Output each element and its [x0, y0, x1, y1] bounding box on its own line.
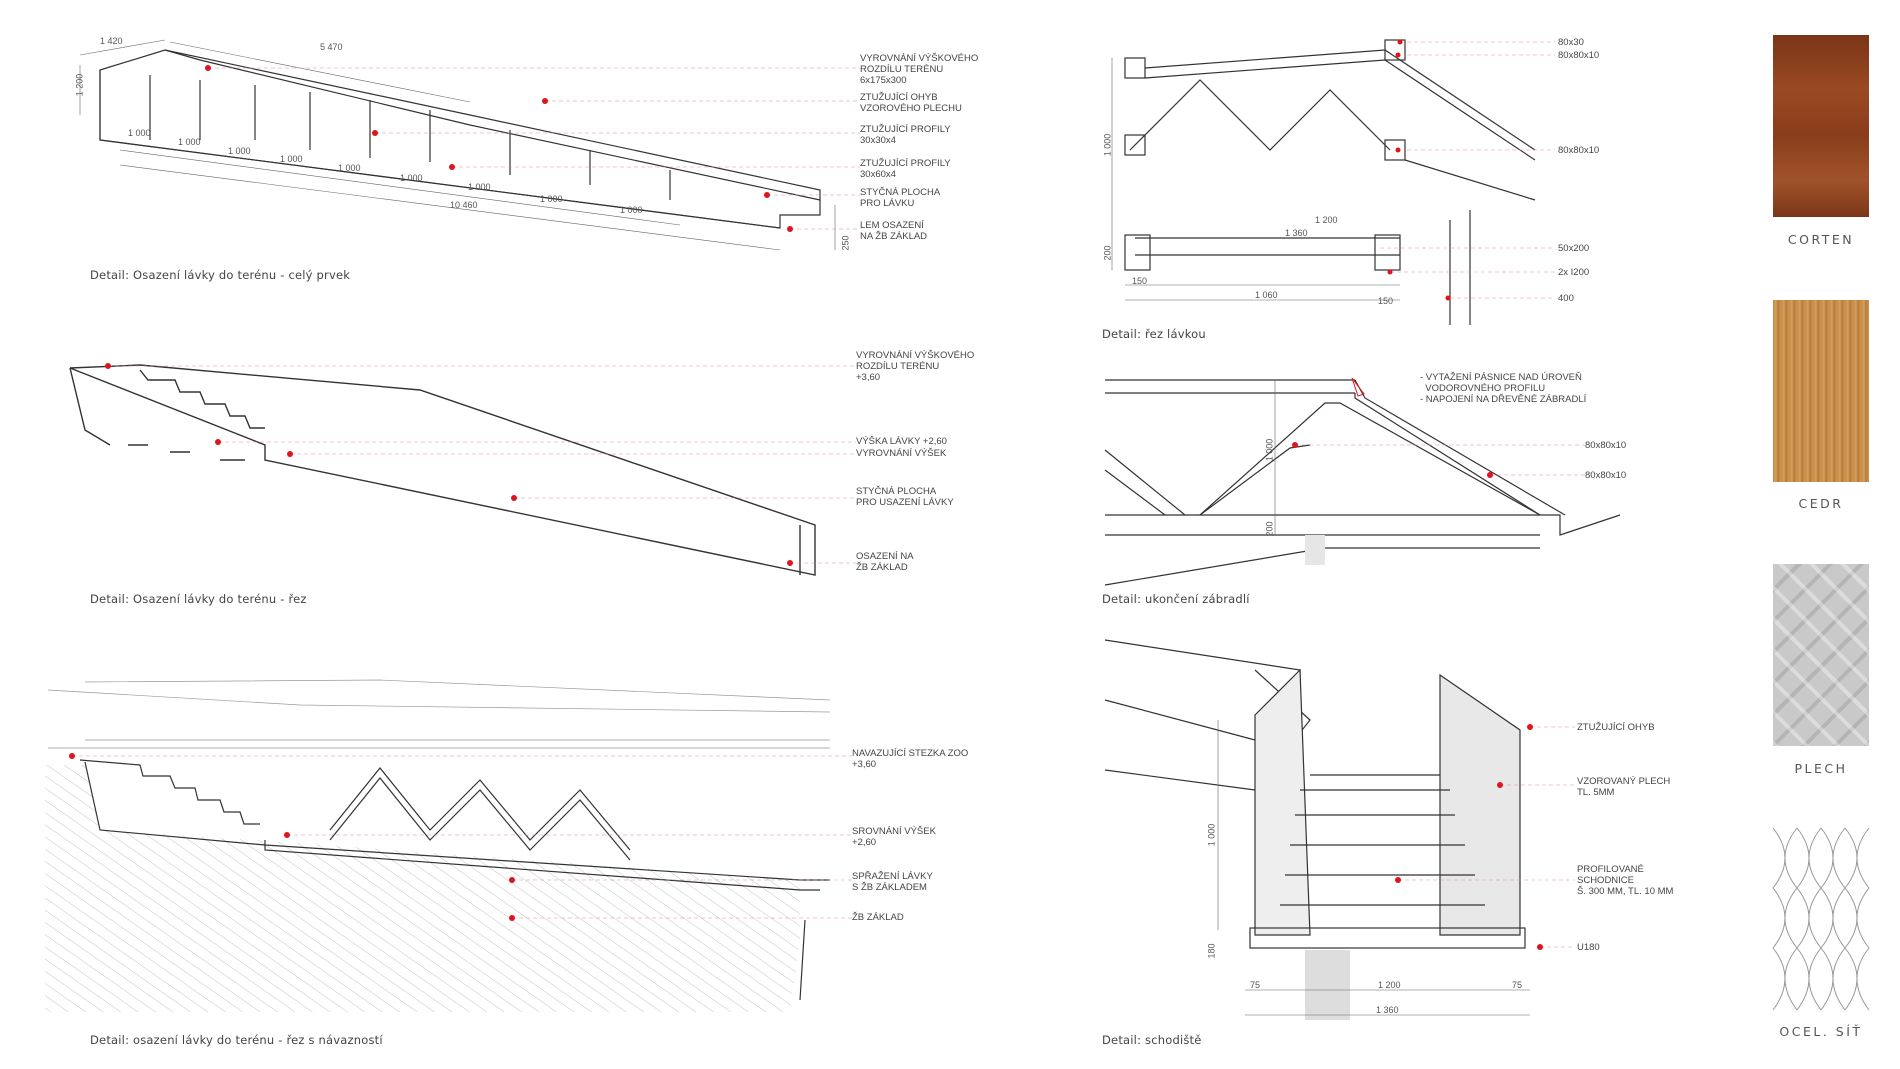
annotation: 400	[1558, 293, 1574, 304]
dim-label: 1 000	[620, 205, 643, 215]
dim-label: 1 200	[1378, 980, 1401, 990]
annotation: 50x200	[1558, 243, 1590, 254]
material-swatch-cedr	[1773, 300, 1869, 482]
dim-label: 1 360	[1285, 228, 1308, 238]
annotation: PROFILOVANÉ SCHODNICE Š. 300 MM, TL. 10 …	[1577, 864, 1674, 897]
dim-label: 1 000	[228, 146, 251, 156]
detail-caption: Detail: osazení lávky do terénu - řez s …	[90, 1033, 383, 1047]
annotation: 80x80x10	[1558, 50, 1600, 61]
annotation: - VYTAŽENÍ PÁSNICE NAD ÚROVEŇ VODOROVNÉH…	[1420, 372, 1587, 405]
detail-railing-end: - VYTAŽENÍ PÁSNICE NAD ÚROVEŇ VODOROVNÉH…	[1102, 372, 1627, 606]
drawing-railing-end	[1104, 377, 1621, 586]
material-label: PLECH	[1794, 761, 1848, 776]
annotation: VYROVNÁNÍ VÝŠEK	[856, 448, 947, 459]
detail-caption: Detail: schodiště	[1102, 1033, 1202, 1047]
detail-bridge-section: 80x30 80x80x10 80x80x10 50x200 2x I200 4…	[0, 0, 1760, 341]
annotation: VYROVNÁNÍ VÝŠKOVÉHO ROZDÍLU TERÉNU +3,60	[856, 350, 975, 383]
annotation: 2x I200	[1558, 267, 1590, 278]
annotation: STYČNÁ PLOCHA PRO LÁVKU	[860, 187, 941, 209]
drawing-section	[69, 363, 856, 576]
annotation: ZTUŽUJÍCÍ PROFILY 30x60x4	[860, 158, 951, 180]
dim-label: 180	[1206, 943, 1217, 959]
annotation: SROVNÁNÍ VÝŠEK +2,60	[852, 826, 936, 848]
annotation: LEM OSAZENÍ NA ŽB ZÁKLAD	[860, 220, 928, 242]
dim-label: 10 460	[450, 200, 478, 210]
dim-label: 1 200	[1315, 215, 1338, 225]
mesh-pattern	[1772, 827, 1870, 1011]
dim-label: 1 000	[400, 173, 423, 183]
annotation: 80x30	[1558, 37, 1584, 48]
annotation: ZTUŽUJÍCÍ OHYB	[1577, 722, 1655, 733]
dim-label: 75	[1512, 980, 1523, 990]
detail-stairs: ZTUŽUJÍCÍ OHYB VZOROVANÝ PLECH TL. 5MM P…	[1102, 639, 1674, 1047]
dim-label: 1 000	[1206, 823, 1217, 847]
annotation: VÝŠKA LÁVKY +2,60	[856, 436, 947, 447]
dim-label: 1 000	[280, 154, 303, 164]
dim-label: 1 000	[178, 137, 201, 147]
annotation: U180	[1577, 942, 1600, 953]
dim-label: 75	[1250, 980, 1261, 990]
material-swatch-corten	[1773, 35, 1869, 217]
detail-caption: Detail: Osazení lávky do terénu - celý p…	[90, 268, 351, 282]
annotation: OSAZENÍ NA ŽB ZÁKLAD	[856, 551, 914, 573]
material-label: CORTEN	[1787, 232, 1855, 247]
dim-label: 1 360	[1376, 1005, 1399, 1015]
dim-label: 1 000	[468, 182, 491, 192]
annotation: 80x80x10	[1558, 145, 1600, 156]
drawing-bridge-section	[1111, 39, 1555, 325]
detail-section-continuity: NAVAZUJÍCÍ STEZKA ZOO +3,60 SROVNÁNÍ VÝŠ…	[45, 679, 969, 1047]
drawing-overall-element	[79, 39, 860, 251]
material-swatch-ocel-sit	[1772, 827, 1870, 1011]
detail-caption: Detail: řez lávkou	[1102, 327, 1206, 341]
annotation: STYČNÁ PLOCHA PRO USAZENÍ LÁVKY	[856, 486, 954, 508]
annotation: SPŘAŽENÍ LÁVKY S ŽB ZÁKLADEM	[852, 871, 933, 893]
annotation: ŽB ZÁKLAD	[852, 912, 904, 923]
dim-label: 1 060	[1255, 290, 1278, 300]
dim-label: 150	[1132, 276, 1148, 286]
dim-label: 1 000	[128, 128, 151, 138]
dim-label: 1 420	[100, 36, 123, 46]
dim-label: 150	[1378, 296, 1394, 306]
annotation: ZTUŽUJÍCÍ PROFILY 30x30x4	[860, 124, 951, 146]
dim-label: 5 470	[320, 42, 343, 52]
annotation: NAVAZUJÍCÍ STEZKA ZOO +3,60	[852, 748, 969, 770]
material-label: OCEL. SÍŤ	[1779, 1024, 1863, 1039]
material-swatch-plech	[1773, 564, 1869, 746]
annotation: VYROVNÁNÍ VÝŠKOVÉHO ROZDÍLU TERÉNU 6x175…	[860, 53, 979, 86]
annotation: 80x80x10	[1585, 470, 1627, 481]
detail-overall-element: 1 420 5 470 1 200 1 000 1 000 1 000 1 00…	[0, 0, 1040, 300]
annotation: ZTUŽUJÍCÍ OHYB VZOROVÉHO PLECHU	[860, 92, 962, 114]
dim-label: 1 000	[540, 194, 563, 204]
detail-section: VYROVNÁNÍ VÝŠKOVÉHO ROZDÍLU TERÉNU +3,60…	[0, 0, 1040, 620]
annotation: 80x80x10	[1585, 440, 1627, 451]
dim-label: 1 000	[338, 163, 361, 173]
detail-caption: Detail: ukončení zábradlí	[1102, 592, 1250, 606]
annotation: VZOROVANÝ PLECH TL. 5MM	[1577, 776, 1671, 798]
drawing-stairs	[1104, 639, 1575, 1020]
detail-caption: Detail: Osazení lávky do terénu - řez	[90, 592, 307, 606]
drawing-section-continuity	[45, 679, 852, 1012]
material-label: CEDR	[1798, 496, 1844, 511]
